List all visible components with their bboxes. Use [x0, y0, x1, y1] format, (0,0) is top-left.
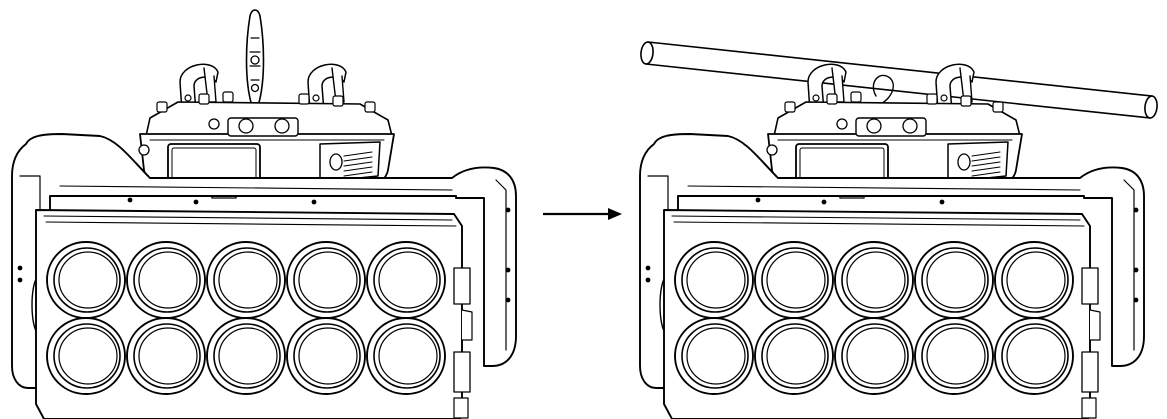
lens — [834, 241, 914, 319]
lens — [206, 241, 286, 319]
lens — [126, 317, 206, 395]
truss-pipe — [640, 41, 1158, 119]
lens — [674, 317, 754, 395]
lens — [754, 241, 834, 319]
lens — [46, 317, 126, 395]
fixture-panel-right — [639, 41, 1158, 419]
lens — [914, 317, 994, 395]
lens-array — [46, 241, 446, 395]
fixture — [11, 9, 517, 419]
lens-array — [674, 241, 1074, 395]
lens — [206, 317, 286, 395]
fixture-head — [663, 209, 1101, 419]
fixture — [639, 41, 1158, 419]
lens — [286, 317, 366, 395]
lens — [366, 317, 446, 395]
lens — [994, 241, 1074, 319]
arrow-right-icon — [543, 208, 622, 220]
lens — [366, 241, 446, 319]
lens — [286, 241, 366, 319]
lens — [754, 317, 834, 395]
lens — [834, 317, 914, 395]
fixture-base — [138, 91, 395, 199]
fixture-head — [35, 209, 473, 419]
lens — [126, 241, 206, 319]
safety-cable — [245, 9, 265, 107]
lens — [674, 241, 754, 319]
lens — [914, 241, 994, 319]
fixture-panel-left — [11, 9, 517, 419]
lens — [46, 241, 126, 319]
lens — [994, 317, 1074, 395]
